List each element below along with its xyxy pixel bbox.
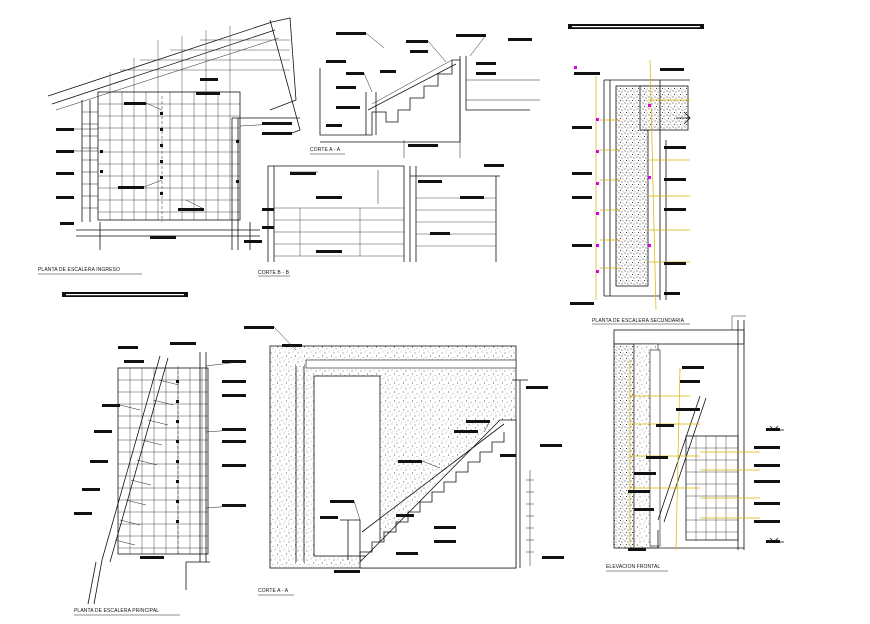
drawing-title: ELEVACION FRONTAL bbox=[606, 564, 660, 570]
drawing-title: CORTE A - A bbox=[258, 588, 289, 594]
section-bb-drawing: CORTE B - B bbox=[258, 164, 504, 277]
front-elevation-drawing: ELEVACION FRONTAL bbox=[606, 315, 784, 572]
plan-secondary-drawing: PLANTA DE ESCALERA SECUNDARIA bbox=[568, 24, 704, 325]
tile-grid bbox=[97, 26, 290, 221]
section-aa-top-drawing: CORTE A - A bbox=[310, 32, 540, 158]
plan-main-drawing: PLANTA DE ESCALERA PRINCIPAL bbox=[62, 292, 247, 616]
drawing-title: PLANTA DE ESCALERA INGRESO bbox=[38, 267, 120, 273]
drawing-title: PLANTA DE ESCALERA SECUNDARIA bbox=[592, 318, 685, 324]
drawing-title: CORTE B - B bbox=[258, 270, 290, 276]
section-aa-bottom-drawing: CORTE A - A bbox=[244, 326, 564, 596]
annotation-tags bbox=[56, 78, 292, 243]
plan-entry-drawing bbox=[47, 17, 301, 250]
drawing-title: CORTE A - A bbox=[310, 147, 341, 153]
drawing-title: PLANTA DE ESCALERA PRINCIPAL bbox=[74, 608, 159, 614]
